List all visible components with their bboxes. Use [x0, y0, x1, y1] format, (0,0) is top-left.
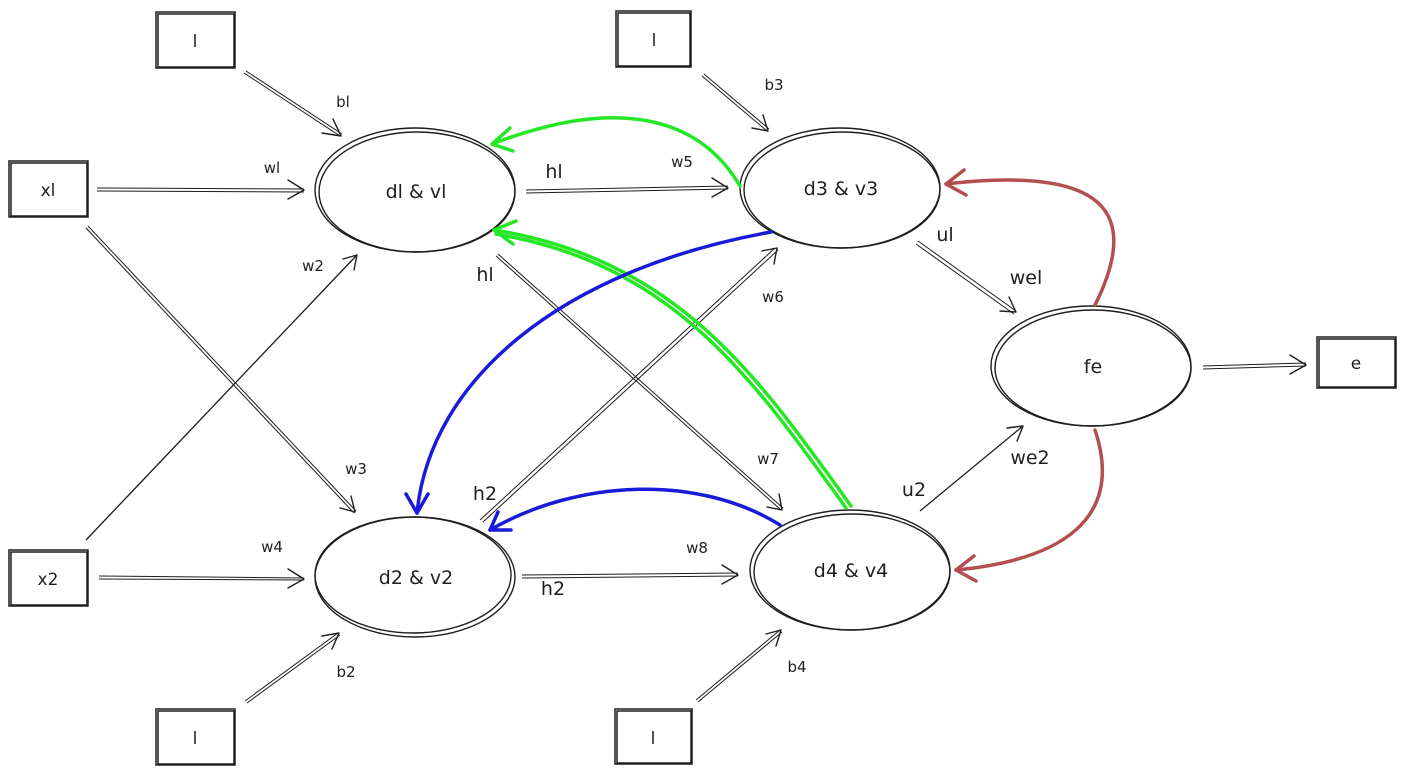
blue-curve-d4-to-d2: [488, 487, 782, 532]
edge-u2: [919, 425, 1024, 512]
label-we1: wel: [1010, 267, 1043, 289]
label-w5: w5: [671, 153, 693, 171]
bias-box-bottom-left-label: l: [193, 729, 198, 749]
input-box-x1: xl: [8, 160, 89, 218]
bias-box-bottom-left: l: [155, 708, 236, 766]
label-w3: w3: [345, 460, 367, 478]
label-b4: b4: [787, 658, 806, 676]
node-fe: fe: [990, 305, 1192, 427]
label-h2-cross: h2: [473, 483, 497, 505]
node-d1-v1-label: dl & vl: [386, 181, 447, 203]
bias-box-bottom-right: l: [614, 708, 693, 765]
blue-curve-d3-to-d2: [404, 230, 773, 515]
input-box-x2-label: x2: [38, 570, 59, 590]
edge-h2-bottom: [521, 564, 739, 585]
edge-b1: [243, 70, 343, 137]
input-box-x1-label: xl: [41, 181, 56, 201]
output-box-e: e: [1316, 336, 1397, 389]
label-w6: w6: [762, 288, 784, 306]
edge-b3: [701, 73, 770, 132]
green-curve-d3-to-d1: [490, 116, 742, 188]
edge-h1-top: [525, 177, 729, 198]
bias-box-bottom-right-label: l: [651, 729, 656, 749]
label-h2-bottom: h2: [541, 578, 565, 600]
edge-w4: [98, 568, 305, 589]
edge-w1: [96, 179, 305, 200]
node-d4-v4: d4 & v4: [749, 509, 951, 631]
label-u1: ul: [936, 224, 953, 246]
bias-box-top-right-label: l: [652, 31, 657, 51]
edge-output: [1202, 354, 1307, 375]
red-curve-fe-to-d4: [954, 428, 1105, 583]
node-d4-v4-label: d4 & v4: [814, 560, 888, 582]
green-curve-d4-to-d1: [492, 219, 853, 510]
edge-b2: [244, 632, 341, 704]
node-fe-label: fe: [1084, 356, 1102, 378]
label-we2: we2: [1010, 447, 1049, 469]
label-w1: wl: [264, 159, 280, 177]
bias-box-top-left-label: l: [193, 32, 198, 52]
label-u2: u2: [902, 479, 926, 501]
bias-box-top-right: l: [615, 10, 692, 68]
input-box-x2: x2: [8, 549, 89, 607]
edge-b4: [695, 629, 783, 703]
node-d3-v3: d3 & v3: [739, 127, 941, 249]
label-b3: b3: [764, 76, 783, 94]
node-d2-v2-label: d2 & v2: [379, 567, 453, 589]
label-w7: w7: [757, 450, 779, 468]
red-curve-fe-to-d3: [944, 168, 1116, 307]
node-d2-v2: d2 & v2: [314, 516, 516, 638]
label-w4: w4: [261, 538, 283, 556]
node-d3-v3-label: d3 & v3: [804, 178, 878, 200]
output-box-e-label: e: [1351, 354, 1361, 374]
label-w2: w2: [302, 257, 324, 275]
label-w8: w8: [686, 539, 708, 557]
edge-w2: [85, 254, 358, 541]
edge-u1: [915, 240, 1017, 315]
edge-w3: [85, 225, 357, 514]
label-h1-cross: hl: [476, 264, 493, 286]
label-h1-top: hl: [545, 161, 562, 183]
edge-h1-cross: [495, 253, 784, 511]
edge-h2-cross: [479, 247, 779, 523]
node-d1-v1: dl & vl: [314, 127, 516, 253]
bias-box-top-left: l: [155, 11, 236, 69]
label-b2: b2: [336, 663, 355, 681]
label-b1: bl: [336, 93, 350, 111]
